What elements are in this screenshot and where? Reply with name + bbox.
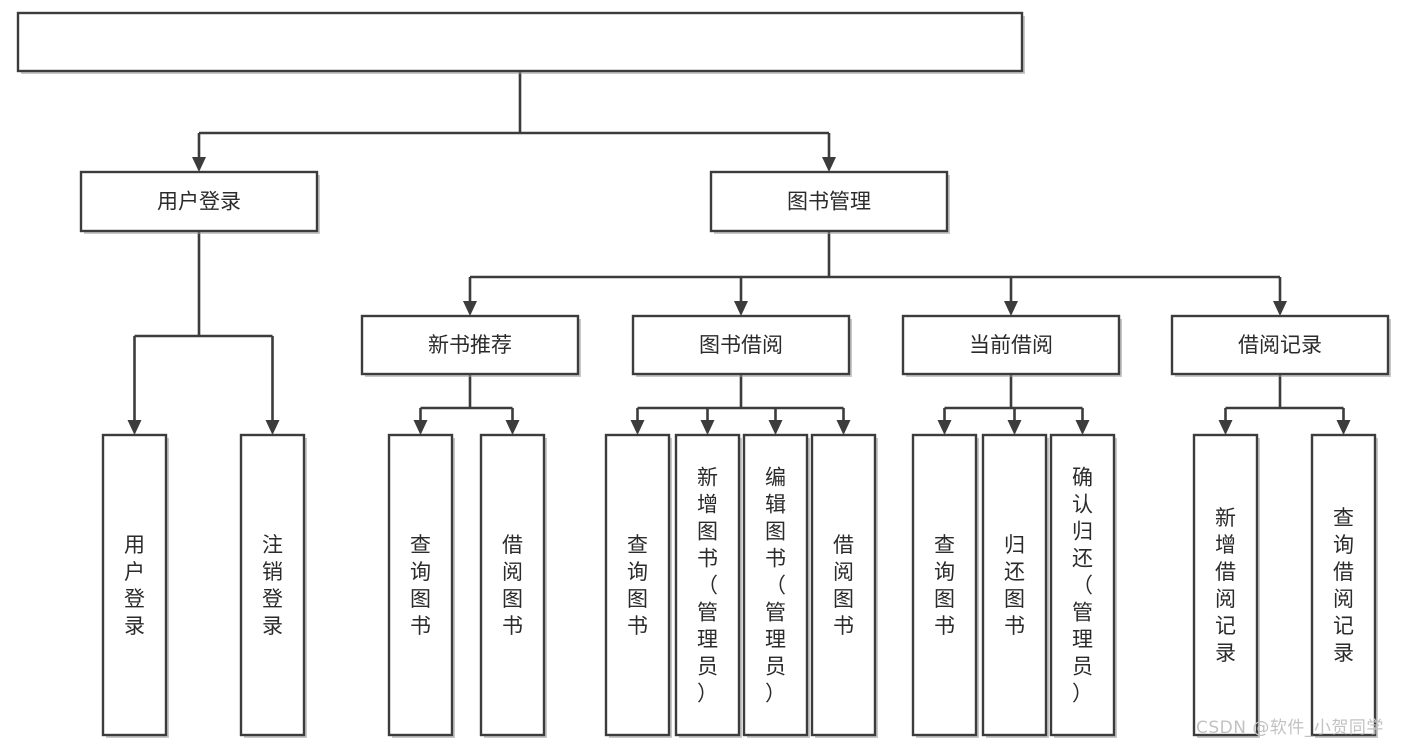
- node-leaf-add-book[interactable]: 新增图书（管理员）: [674, 433, 742, 738]
- connector-book-borrow-to-leaf-query-book-2-arrowhead: [630, 420, 645, 435]
- node-leaf-add-record[interactable]: 新增借阅记录: [1192, 433, 1260, 738]
- node-root-system[interactable]: [16, 11, 1025, 74]
- node-label: 当前借阅: [969, 333, 1053, 357]
- node-label: 查询图书: [627, 533, 648, 638]
- node-current-borrow[interactable]: 当前借阅: [901, 314, 1122, 377]
- connector-book-manage-to-book-borrow-arrowhead: [734, 301, 748, 316]
- node-label: 借阅记录: [1238, 333, 1322, 357]
- node-label: 查询图书: [410, 533, 431, 638]
- node-label: 注销登录: [262, 533, 283, 638]
- connector-book-borrow-to-leaf-add-book-arrowhead: [700, 420, 715, 435]
- connector-book-borrow-to-leaf-borrow-book-2-arrowhead: [836, 420, 851, 435]
- connector-borrow-record-to-leaf-add-record-arrowhead: [1218, 420, 1233, 435]
- connector-user-login-to-leaf-logout-arrowhead: [265, 420, 280, 435]
- node-leaf-logout[interactable]: 注销登录: [239, 433, 307, 738]
- connector-borrow-record-to-leaf-query-record-arrowhead: [1336, 420, 1351, 435]
- node-label: 新书推荐: [428, 333, 512, 357]
- node-leaf-query-record[interactable]: 查询借阅记录: [1310, 433, 1378, 738]
- connector-current-borrow-to-leaf-return-book-arrowhead: [1007, 420, 1022, 435]
- node-label: 图书管理: [787, 190, 871, 214]
- node-leaf-edit-book[interactable]: 编辑图书（管理员）: [742, 433, 810, 738]
- node-label: 确认归还（管理员）: [1072, 466, 1093, 706]
- connector-current-borrow-to-leaf-confirm-return-arrowhead: [1075, 420, 1090, 435]
- connector-lines: [127, 71, 1351, 435]
- connector-root-to-user-login-arrowhead: [192, 157, 206, 172]
- node-label: 借阅图书: [833, 533, 854, 638]
- node-label: 用户登录: [157, 190, 241, 214]
- node-label: 查询图书: [934, 533, 955, 638]
- node-boxes: 用户登录图书管理新书推荐图书借阅当前借阅借阅记录用户登录注销登录查询图书借阅图书…: [16, 11, 1391, 738]
- connector-new-book-recommend-to-leaf-borrow-book-1-arrowhead: [505, 420, 520, 435]
- node-leaf-borrow-book-2[interactable]: 借阅图书: [810, 433, 878, 738]
- node-leaf-confirm-return[interactable]: 确认归还（管理员）: [1049, 433, 1117, 738]
- node-label: 编辑图书（管理员）: [765, 466, 786, 706]
- connector-root-to-book-manage-arrowhead: [822, 157, 836, 172]
- connector-current-borrow-to-leaf-query-book-3-arrowhead: [937, 420, 952, 435]
- node-label: 借阅图书: [502, 533, 523, 638]
- connector-user-login-to-leaf-user-login-arrowhead: [127, 420, 142, 435]
- csdn-watermark: CSDN @软件_小贺同学: [1196, 718, 1384, 738]
- connector-book-manage-to-new-book-recommend-arrowhead: [463, 301, 477, 316]
- node-label: 用户登录: [124, 533, 145, 638]
- node-borrow-record[interactable]: 借阅记录: [1170, 314, 1391, 377]
- connector-book-manage-to-current-borrow-arrowhead: [1004, 301, 1018, 316]
- node-leaf-return-book[interactable]: 归还图书: [981, 433, 1049, 738]
- node-leaf-query-book-2[interactable]: 查询图书: [604, 433, 672, 738]
- node-leaf-user-login[interactable]: 用户登录: [101, 433, 169, 738]
- node-leaf-query-book-3[interactable]: 查询图书: [911, 433, 979, 738]
- node-leaf-query-book-1[interactable]: 查询图书: [387, 433, 455, 738]
- node-leaf-borrow-book-1[interactable]: 借阅图书: [479, 433, 547, 738]
- node-new-book-recommend[interactable]: 新书推荐: [360, 314, 581, 377]
- connector-new-book-recommend-to-leaf-query-book-1-arrowhead: [413, 420, 428, 435]
- node-label: 图书借阅: [699, 333, 783, 357]
- node-label: 新增借阅记录: [1215, 506, 1236, 665]
- node-user-login[interactable]: 用户登录: [79, 170, 320, 234]
- node-label: 新增图书（管理员）: [697, 466, 718, 706]
- node-label: 查询借阅记录: [1333, 506, 1354, 665]
- connector-book-manage-to-borrow-record-arrowhead: [1273, 301, 1287, 316]
- node-label: 归还图书: [1004, 533, 1025, 638]
- connector-book-borrow-to-leaf-edit-book-arrowhead: [768, 420, 783, 435]
- node-book-manage[interactable]: 图书管理: [709, 170, 950, 234]
- node-book-borrow[interactable]: 图书借阅: [631, 314, 852, 377]
